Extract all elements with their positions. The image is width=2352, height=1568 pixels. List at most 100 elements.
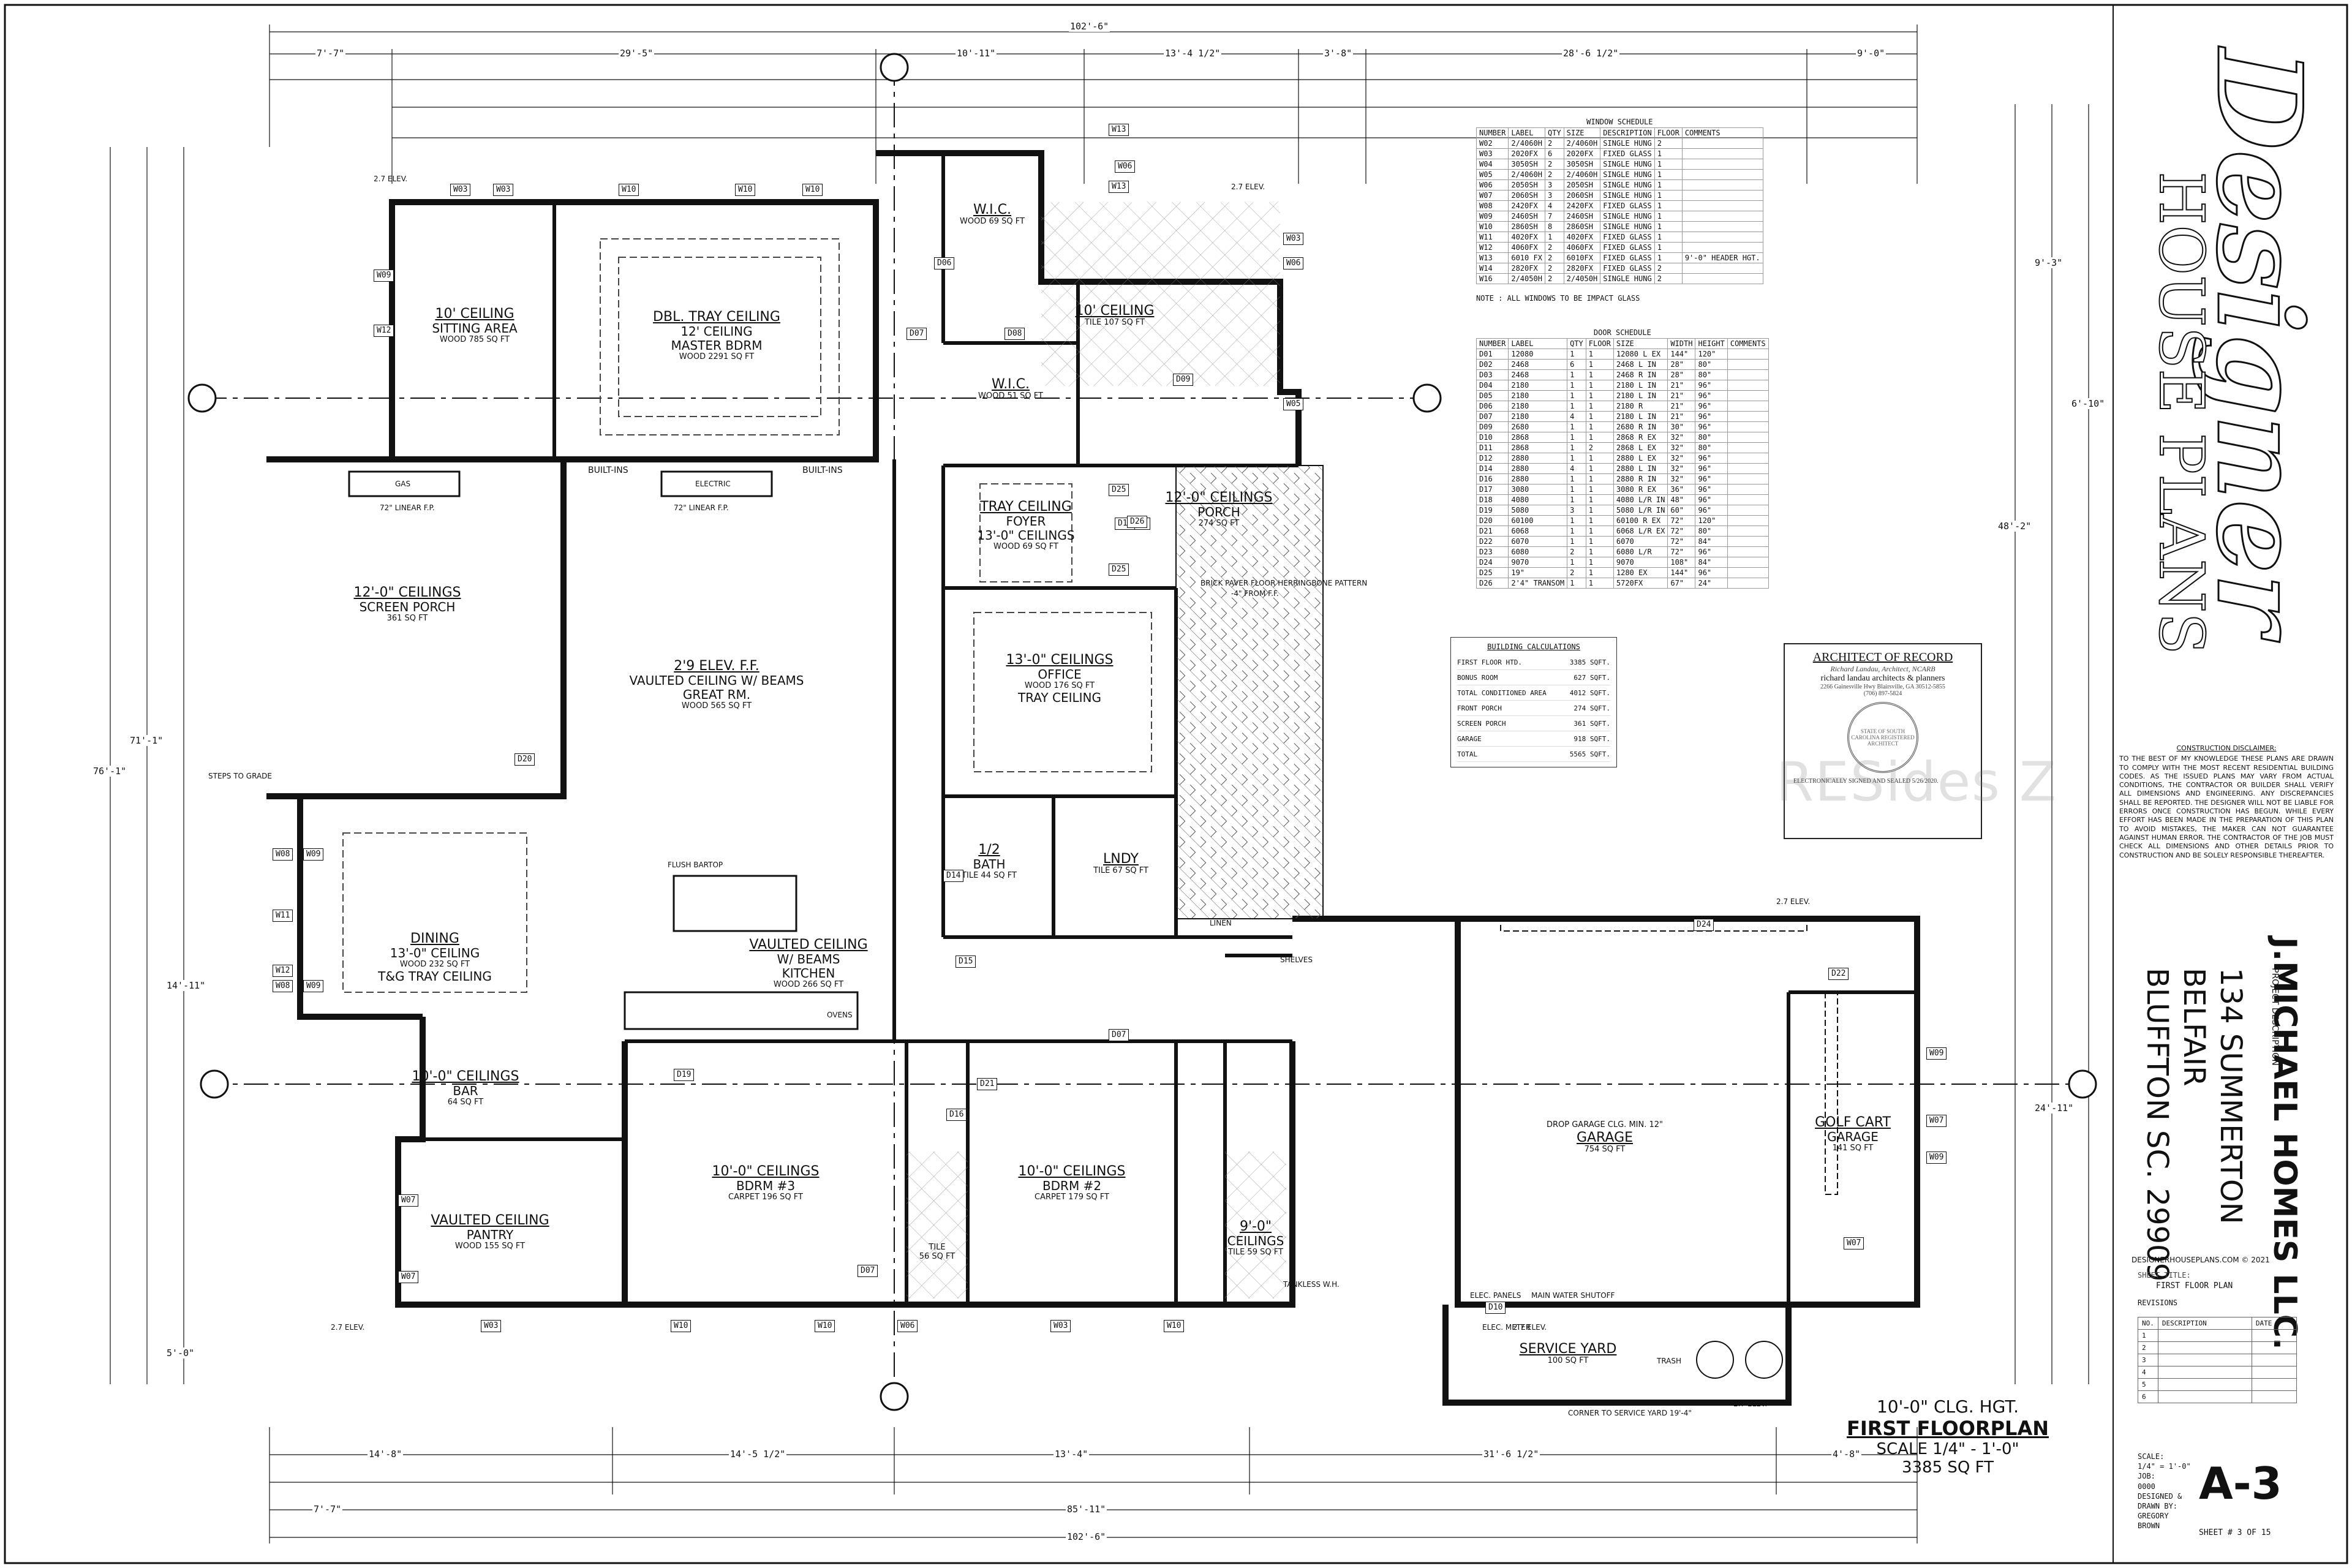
door-schedule-cell: 1 xyxy=(1585,578,1614,589)
door-schedule-cell: D25 xyxy=(1476,567,1509,578)
door-schedule-cell: 28" xyxy=(1667,369,1696,380)
window-schedule-cell: 2 xyxy=(1544,159,1564,170)
window-schedule-cell: 3 xyxy=(1544,179,1564,190)
door-schedule-cell: 96" xyxy=(1695,484,1728,495)
window-tag: W03 xyxy=(481,1320,502,1332)
revisions-label: REVISIONS xyxy=(2138,1298,2178,1307)
ovens-label: OVENS xyxy=(827,1011,853,1019)
door-schedule-cell: 1280 EX xyxy=(1613,567,1668,578)
door-schedule-cell: 2680 R IN xyxy=(1613,421,1668,432)
kitchen-counter xyxy=(624,991,859,1030)
door-schedule-cell: 108" xyxy=(1667,557,1696,568)
window-schedule-cell: FIXED GLASS xyxy=(1600,242,1655,253)
sheet-number: A-3 xyxy=(2199,1458,2282,1509)
door-schedule-cell: 2468 L IN xyxy=(1613,359,1668,370)
window-schedule-cell: W07 xyxy=(1476,190,1509,201)
door-schedule-cell: 60100 xyxy=(1508,515,1568,526)
door-schedule-cell: 9070 xyxy=(1613,557,1668,568)
door-tag: D10 xyxy=(1485,1302,1506,1314)
tankless-note: TANKLESS W.H. xyxy=(1283,1280,1340,1289)
plan-title-scale: SCALE 1/4" - 1'-0" xyxy=(1876,1440,2019,1458)
door-schedule-cell: D06 xyxy=(1476,401,1509,412)
scale-label: SCALE: xyxy=(2138,1452,2165,1461)
building-calc-value: 3385 SQFT. xyxy=(1569,658,1610,666)
corner-note: CORNER TO SERVICE YARD 19'-4" xyxy=(1568,1409,1692,1417)
elev-note-1: 2.7 ELEV. xyxy=(374,175,408,183)
dim-right-2: 24'-11" xyxy=(2034,1102,2075,1114)
door-tag: D16 xyxy=(946,1109,967,1121)
elec-fp-size: 72" LINEAR F.P. xyxy=(674,503,729,512)
door-schedule-cell: 6080 xyxy=(1508,546,1568,557)
dim-top-1: 7'-7" xyxy=(315,48,346,59)
door-schedule-cell: 96" xyxy=(1695,546,1728,557)
dim-top-4: 13'-4 1/2" xyxy=(1164,48,1222,59)
builtins-left: BUILT-INS xyxy=(588,466,628,475)
door-schedule-header: LABEL xyxy=(1508,338,1568,349)
door-schedule-cell xyxy=(1727,359,1769,370)
door-tag: D25 xyxy=(1109,484,1129,496)
window-tag: W03 xyxy=(1050,1320,1071,1332)
door-tag: D07 xyxy=(907,328,927,340)
door-schedule-cell: 2180 xyxy=(1508,401,1568,412)
door-schedule-cell: 2468 xyxy=(1508,369,1568,380)
window-schedule-cell xyxy=(1681,232,1763,243)
door-schedule-cell: 9070 xyxy=(1508,557,1568,568)
door-tag: D19 xyxy=(674,1069,695,1081)
door-schedule-cell: 1 xyxy=(1585,432,1614,443)
door-schedule-cell: 1 xyxy=(1585,411,1614,422)
revision-row: 2 xyxy=(2138,1341,2297,1354)
revision-date xyxy=(2251,1390,2297,1403)
building-calc-value: 361 SQFT. xyxy=(1574,719,1610,728)
window-tag: W10 xyxy=(619,184,639,196)
revision-number: 4 xyxy=(2138,1366,2158,1379)
door-schedule-header: SIZE xyxy=(1613,338,1668,349)
window-schedule-cell: 1 xyxy=(1654,159,1683,170)
bath3-tile xyxy=(907,1152,968,1298)
room-dining: DINING 13'-0" CEILING WOOD 232 SQ FT T&G… xyxy=(378,931,492,984)
elev-note-6: 2.7 ELEV. xyxy=(1733,1400,1768,1408)
main-water-note: MAIN WATER SHUTOFF xyxy=(1531,1291,1615,1300)
door-schedule-cell: 3080 xyxy=(1508,484,1568,495)
door-schedule-cell: 4080 L/R IN xyxy=(1613,494,1668,505)
door-schedule-cell: 80" xyxy=(1695,442,1728,453)
door-schedule-cell: 96" xyxy=(1695,401,1728,412)
door-schedule-cell: 80" xyxy=(1695,359,1728,370)
window-tag: W10 xyxy=(735,184,756,196)
window-schedule-cell: SINGLE HUNG xyxy=(1600,190,1655,201)
door-tag: D15 xyxy=(956,956,976,968)
construction-disclaimer: CONSTRUCTION DISCLAIMER: TO THE BEST OF … xyxy=(2119,744,2334,860)
window-schedule-cell: 6010 FX xyxy=(1508,252,1545,263)
door-schedule-cell: 1 xyxy=(1585,515,1614,526)
door-tag: D20 xyxy=(514,753,535,766)
title-block: Designer HOUSE PLANS CONSTRUCTION DISCLA… xyxy=(2119,12,2340,1556)
door-schedule-cell: 2 xyxy=(1585,442,1614,453)
dim-top-5: 3'-8" xyxy=(1323,48,1354,59)
window-schedule-cell xyxy=(1681,273,1763,284)
door-schedule-cell: 1 xyxy=(1585,567,1614,578)
window-schedule-cell xyxy=(1681,190,1763,201)
door-schedule-cell xyxy=(1727,463,1769,474)
window-schedule-cell: 1 xyxy=(1544,232,1564,243)
door-schedule-cell xyxy=(1727,567,1769,578)
garage-door-1 xyxy=(1500,918,1807,932)
window-schedule-cell: 2/4050H xyxy=(1508,273,1545,284)
window-tag: W07 xyxy=(398,1271,419,1283)
sheet-title: FIRST FLOOR PLAN xyxy=(2156,1281,2233,1291)
door-schedule-cell: 21" xyxy=(1667,411,1696,422)
window-schedule-cell: 2/4060H xyxy=(1508,138,1545,149)
window-schedule-cell: 2 xyxy=(1544,273,1564,284)
